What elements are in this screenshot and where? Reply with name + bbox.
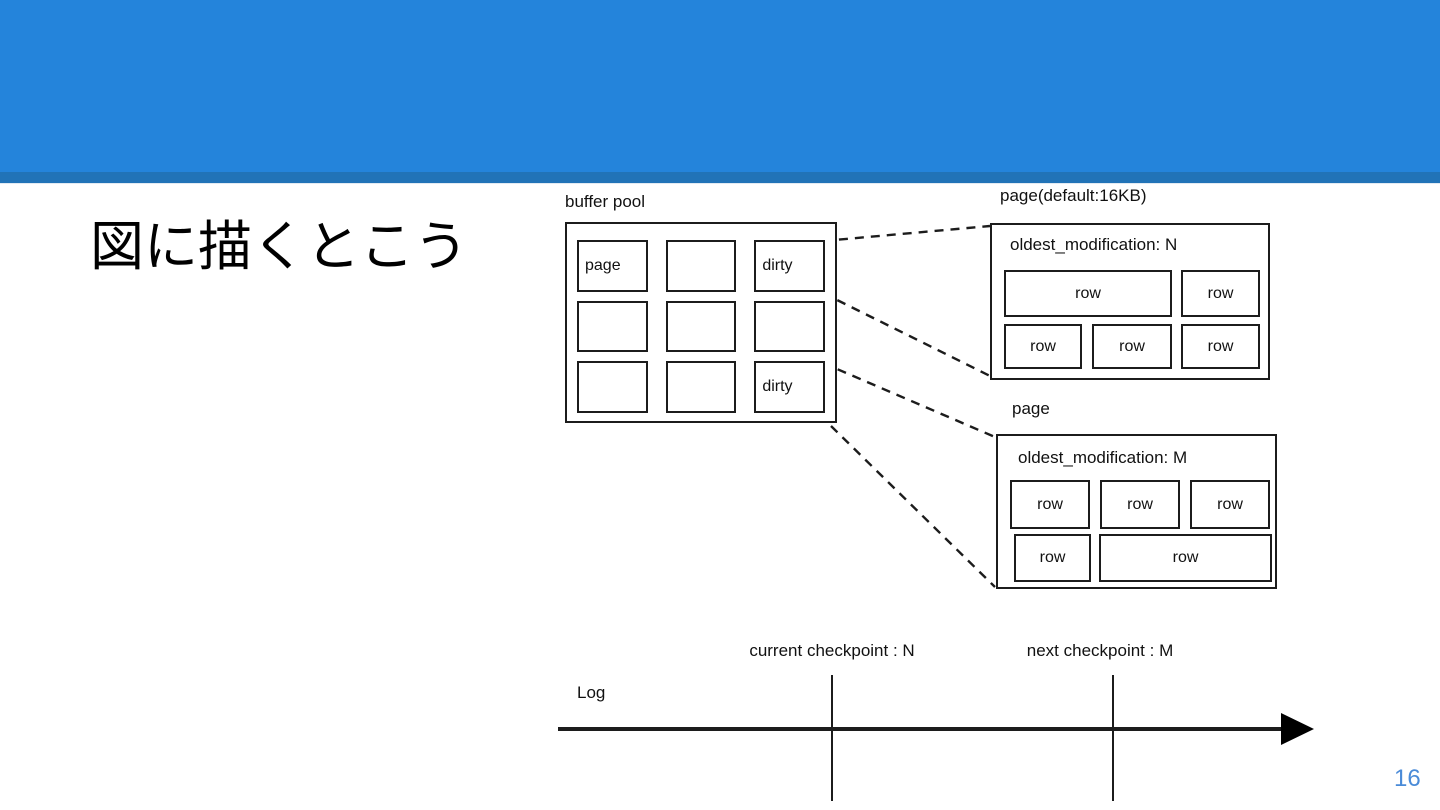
page-m-label: page [1012, 399, 1050, 418]
buffer-pool-cell [665, 240, 737, 292]
slide-title: 図に描くとこう [90, 217, 468, 277]
row-box: row [1190, 480, 1270, 529]
page-m-box: oldest_modification: M row row row row r… [996, 434, 1277, 589]
buffer-pool-cell [754, 300, 825, 353]
header-band [0, 0, 1440, 172]
buffer-pool-cell: dirty [754, 361, 825, 413]
row-box: row [1092, 324, 1172, 369]
header-stripe [0, 172, 1440, 184]
connector-dirty2-to-pagem-top [822, 361, 996, 439]
connector-dirty1-to-pagen-top [822, 224, 991, 243]
buffer-pool-cell: dirty [754, 240, 825, 292]
buffer-pool-grid: page dirty dirty [567, 224, 835, 421]
buffer-pool-cell [577, 300, 648, 353]
row-box: row [1099, 534, 1272, 582]
buffer-pool-cell: page [577, 240, 648, 292]
row-box: row [1004, 324, 1082, 369]
buffer-pool-cell [577, 361, 648, 413]
buffer-pool-cell [665, 361, 737, 413]
buffer-pool-cell [665, 300, 737, 353]
page-n-box: oldest_modification: N row row row row r… [990, 223, 1270, 380]
buffer-pool-label: buffer pool [565, 192, 646, 211]
row-box: row [1181, 324, 1260, 369]
row-box: row [1010, 480, 1090, 529]
row-box: row [1181, 270, 1260, 317]
row-box: row [1014, 534, 1091, 582]
connector-dirty1-to-pagen-bottom [822, 291, 991, 378]
checkpoint-next-label: next checkpoint : M [1026, 641, 1174, 660]
page-number: 16 [1394, 765, 1421, 792]
page-m-header: oldest_modification: M [1018, 448, 1188, 467]
log-arrowhead-icon [1281, 713, 1314, 745]
page-n-label: page(default:16KB) [1000, 186, 1147, 205]
row-box: row [1004, 270, 1172, 317]
buffer-pool-box: page dirty dirty [565, 222, 837, 423]
row-box: row [1100, 480, 1180, 529]
log-label: Log [577, 683, 606, 702]
connector-dirty2-to-pagem-bottom [830, 425, 996, 588]
checkpoint-current-label: current checkpoint : N [749, 641, 915, 660]
page-n-header: oldest_modification: N [1010, 235, 1178, 254]
